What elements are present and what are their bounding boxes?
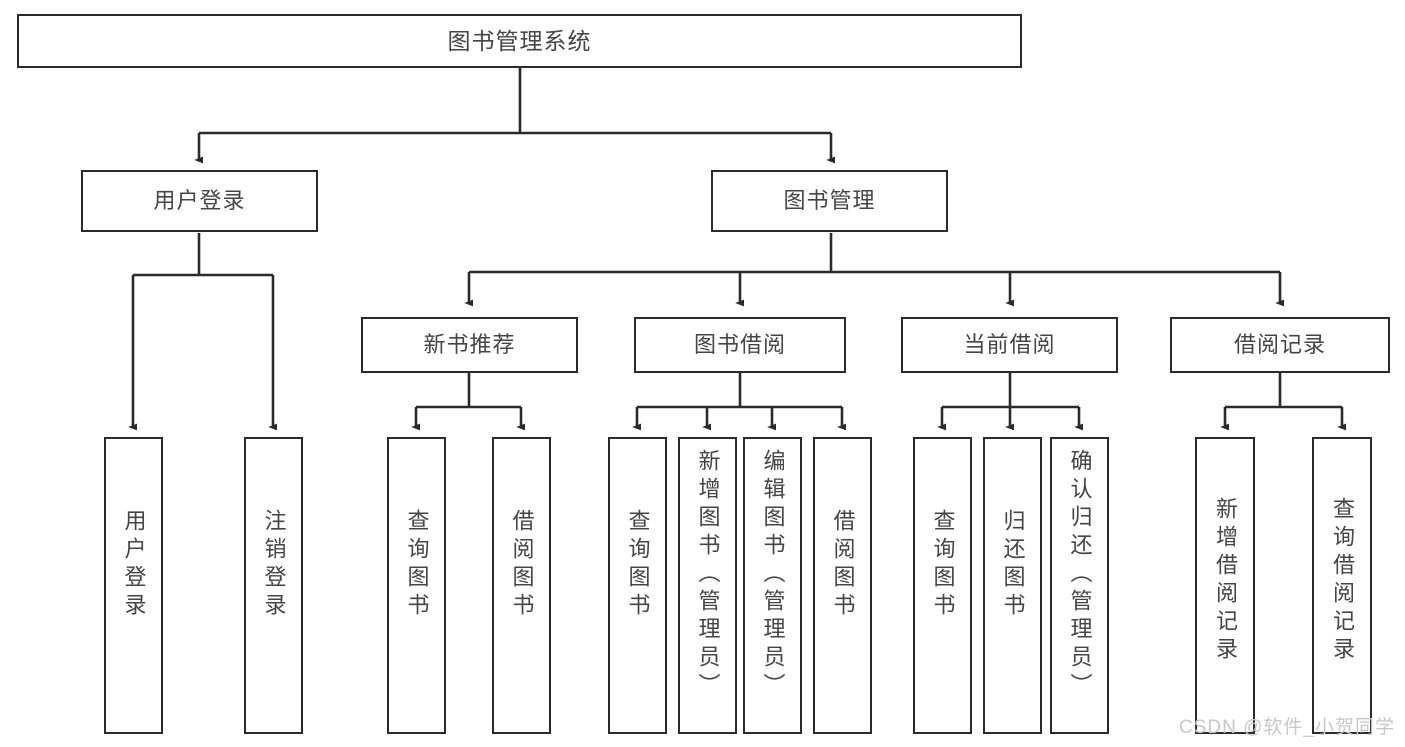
node-user-login[interactable]: 用户登录 <box>81 170 318 232</box>
leaf-borrow-record-query-record[interactable]: 查询借阅记录 <box>1312 437 1372 734</box>
leaf-book-borrow-borrow-book[interactable]: 借阅图书 <box>813 437 872 734</box>
node-label: 新增借阅记录 <box>1213 497 1238 665</box>
node-label: 查询图书 <box>930 509 956 621</box>
node-label: 确认归还（管理员） <box>1067 449 1093 701</box>
node-label: 查询图书 <box>625 509 651 621</box>
node-label: 注销登录 <box>261 509 287 621</box>
leaf-book-borrow-query-book[interactable]: 查询图书 <box>608 437 667 734</box>
leaf-new-book-borrow-book[interactable]: 借阅图书 <box>492 437 551 734</box>
node-label: 用户登录 <box>153 188 246 213</box>
leaf-book-borrow-add-book-admin[interactable]: 新增图书（管理员） <box>678 437 737 734</box>
node-label: 用户登录 <box>121 509 147 621</box>
node-label: 借阅图书 <box>830 509 856 621</box>
leaf-user-login-login[interactable]: 用户登录 <box>104 437 163 734</box>
node-label: 编辑图书（管理员） <box>760 449 786 701</box>
leaf-new-book-query-book[interactable]: 查询图书 <box>387 437 446 734</box>
node-book-borrow[interactable]: 图书借阅 <box>634 317 846 373</box>
node-label: 借阅图书 <box>509 509 535 621</box>
node-label: 查询图书 <box>404 509 430 621</box>
leaf-user-login-logout[interactable]: 注销登录 <box>244 437 303 734</box>
node-label: 查询借阅记录 <box>1330 497 1355 665</box>
node-label: 新增图书（管理员） <box>695 449 721 701</box>
leaf-current-borrow-query-book[interactable]: 查询图书 <box>913 437 972 734</box>
leaf-borrow-record-add-record[interactable]: 新增借阅记录 <box>1195 437 1255 734</box>
node-root-book-management-system[interactable]: 图书管理系统 <box>17 14 1022 68</box>
leaf-current-borrow-return-book[interactable]: 归还图书 <box>983 437 1042 734</box>
node-label: 归还图书 <box>1000 509 1026 621</box>
leaf-book-borrow-edit-book-admin[interactable]: 编辑图书（管理员） <box>743 437 802 734</box>
leaf-current-borrow-confirm-return-admin[interactable]: 确认归还（管理员） <box>1050 437 1109 734</box>
node-label: 图书管理系统 <box>447 28 592 54</box>
node-label: 图书借阅 <box>693 332 786 357</box>
watermark: CSDN @软件_小贺同学 <box>1179 717 1395 738</box>
node-label: 图书管理 <box>783 188 876 213</box>
node-book-management[interactable]: 图书管理 <box>711 170 948 232</box>
node-label: 新书推荐 <box>423 332 516 357</box>
node-label: 当前借阅 <box>963 332 1056 357</box>
node-current-borrow[interactable]: 当前借阅 <box>901 317 1118 373</box>
node-borrow-record[interactable]: 借阅记录 <box>1170 317 1390 373</box>
node-new-book-recommend[interactable]: 新书推荐 <box>361 317 578 373</box>
node-label: 借阅记录 <box>1233 332 1326 357</box>
